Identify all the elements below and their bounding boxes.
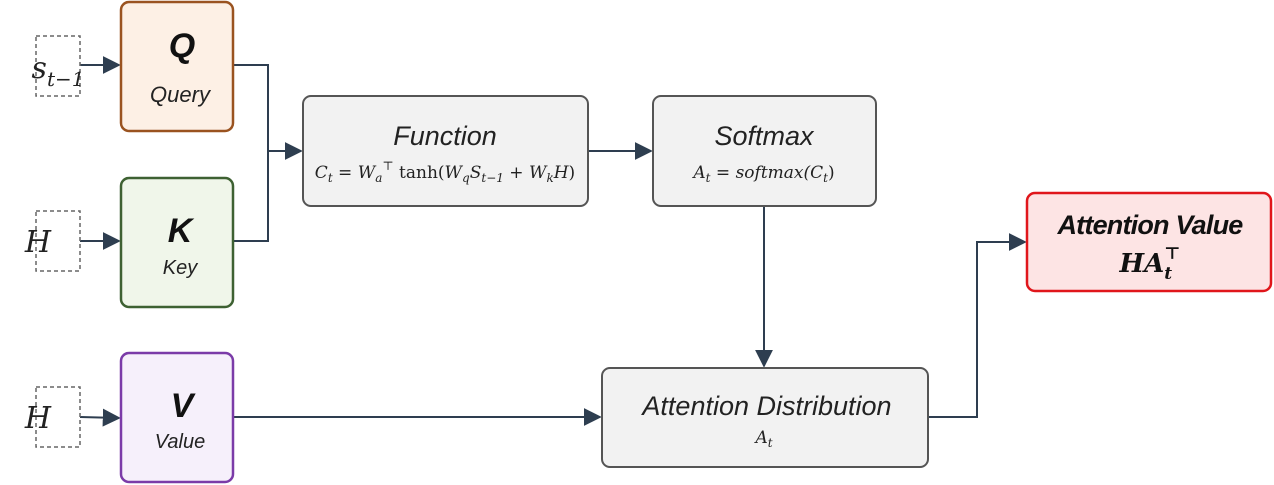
input-value-h: H [24,386,81,448]
key-symbol: K [168,212,195,250]
function-formula: Ct = Wa⊤ tanh(WqSt−1 + WkH) [315,159,575,185]
value-node: V Value [119,351,235,484]
function-title: Function [393,121,497,151]
query-node: Q Query [119,0,235,133]
connector-key-to-merge [233,151,269,242]
query-label: Query [150,82,212,107]
attention-value-node: Attention Value HAt⊤ [1025,191,1273,293]
value-label: Value [155,431,205,453]
attention-value-formula: HAt⊤ [1119,244,1181,284]
svg-text:st−1: st−1 [32,51,85,91]
attention-distribution-node: Attention Distribution At [601,367,929,468]
query-symbol: Q [169,27,195,65]
arrow-h-to-value [79,408,121,427]
input-query-state: st−1 [32,35,85,97]
arrow-distribution-to-attention-value [928,233,1027,418]
key-node: K Key [119,176,235,309]
value-input-symbol: H [24,401,52,436]
query-input-symbol: s [32,51,47,86]
key-input-symbol: H [24,225,52,260]
input-key-h: H [24,210,81,272]
softmax-formula: At = softmax(Ct) [691,163,834,185]
softmax-node: Softmax At = softmax(Ct) [652,95,877,207]
softmax-title: Softmax [714,121,815,151]
attention-distribution-formula: At [753,428,772,450]
value-symbol: V [171,387,197,425]
key-label: Key [163,257,198,279]
connectors [79,56,1027,427]
attention-distribution-title: Attention Distribution [640,391,891,421]
function-node: Function Ct = Wa⊤ tanh(WqSt−1 + WkH) [302,95,589,207]
attention-value-title: Attention Value [1056,210,1243,240]
query-input-subscript: t−1 [47,67,85,91]
connector-query-to-merge [233,64,269,151]
